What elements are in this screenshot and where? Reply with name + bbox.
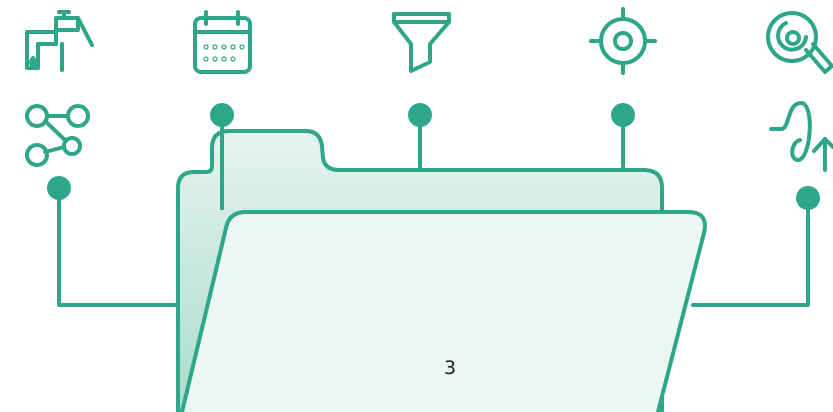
target-icon bbox=[589, 7, 657, 75]
connector-dot-5 bbox=[796, 186, 820, 210]
folder-front-panel bbox=[180, 210, 707, 412]
search-analysis-icon bbox=[766, 11, 833, 74]
signal-up-icon bbox=[769, 101, 833, 172]
faucet-icon bbox=[25, 10, 94, 72]
connector-dot-4 bbox=[611, 103, 635, 127]
share-nodes-icon bbox=[25, 104, 90, 167]
funnel-icon bbox=[392, 12, 451, 73]
connector-dot-1 bbox=[47, 176, 71, 200]
connector-line-5 bbox=[691, 196, 810, 307]
calendar-icon bbox=[193, 10, 252, 74]
connector-line-1 bbox=[57, 186, 217, 307]
folder-label: 3 bbox=[443, 357, 457, 379]
connector-dot-3 bbox=[408, 103, 432, 127]
connector-dot-2 bbox=[210, 103, 234, 127]
